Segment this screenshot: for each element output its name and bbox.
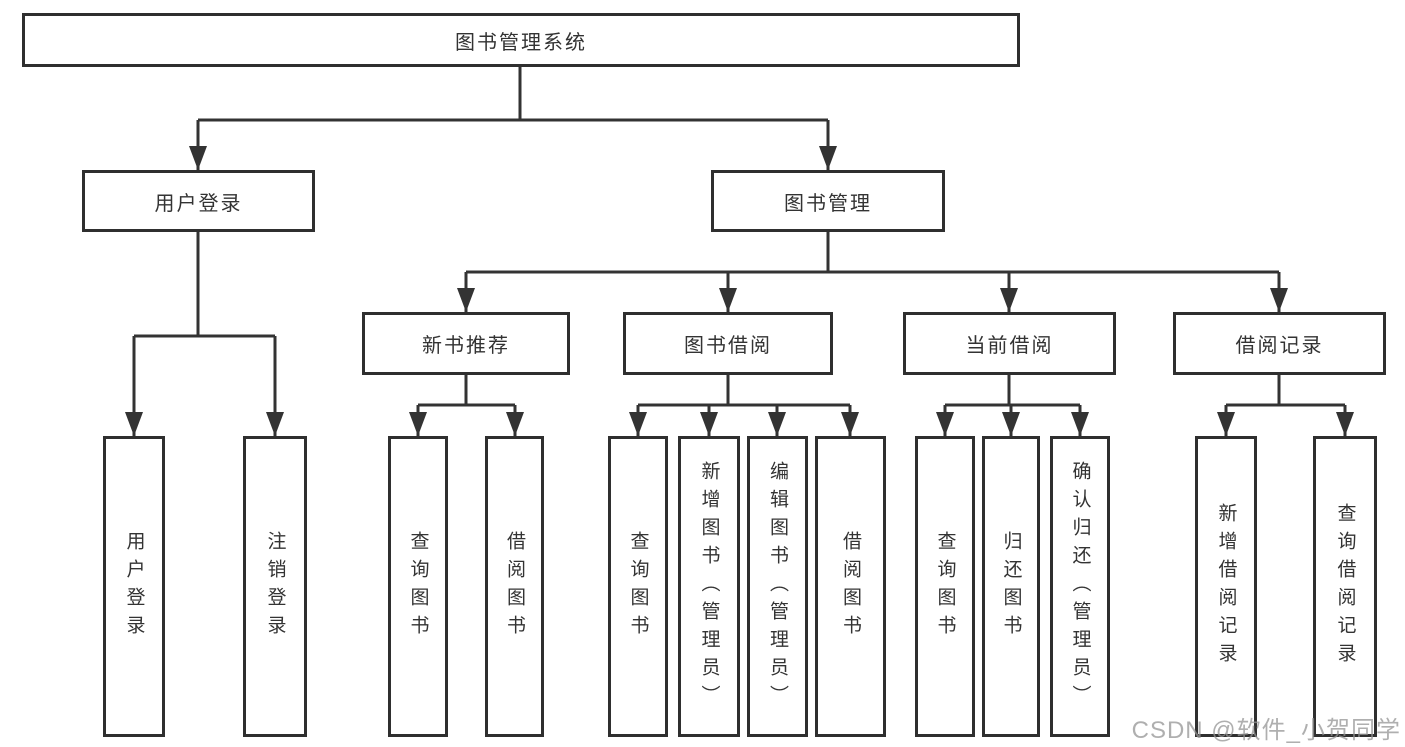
- node-book-borrowing: 图书借阅: [623, 312, 833, 375]
- node-library-management-system: 图书管理系统: [22, 13, 1020, 67]
- node-current-borrowing: 当前借阅: [903, 312, 1116, 375]
- leaf-query-books-recommend: 查询图书: [388, 436, 448, 737]
- node-user-login: 用户登录: [82, 170, 315, 232]
- leaf-borrow-books-recommend: 借阅图书: [485, 436, 544, 737]
- connector-lines: [132, 66, 1347, 436]
- leaf-add-borrow-record: 新增借阅记录: [1195, 436, 1257, 737]
- leaf-query-books-borrow: 查询图书: [608, 436, 668, 737]
- node-new-book-recommendation: 新书推荐: [362, 312, 570, 375]
- node-book-management: 图书管理: [711, 170, 945, 232]
- leaf-confirm-return-admin: 确认归还（管理员）: [1050, 436, 1110, 737]
- leaf-logout: 注销登录: [243, 436, 307, 737]
- leaf-return-books: 归还图书: [982, 436, 1040, 737]
- leaf-query-borrow-record: 查询借阅记录: [1313, 436, 1377, 737]
- leaf-user-login: 用户登录: [103, 436, 165, 737]
- node-borrowing-records: 借阅记录: [1173, 312, 1386, 375]
- leaf-edit-book-admin: 编辑图书（管理员）: [747, 436, 808, 737]
- watermark: CSDN @软件_小贺同学: [1131, 717, 1401, 744]
- leaf-borrow-books: 借阅图书: [815, 436, 886, 737]
- leaf-query-books-current: 查询图书: [915, 436, 975, 737]
- leaf-add-book-admin: 新增图书（管理员）: [678, 436, 740, 737]
